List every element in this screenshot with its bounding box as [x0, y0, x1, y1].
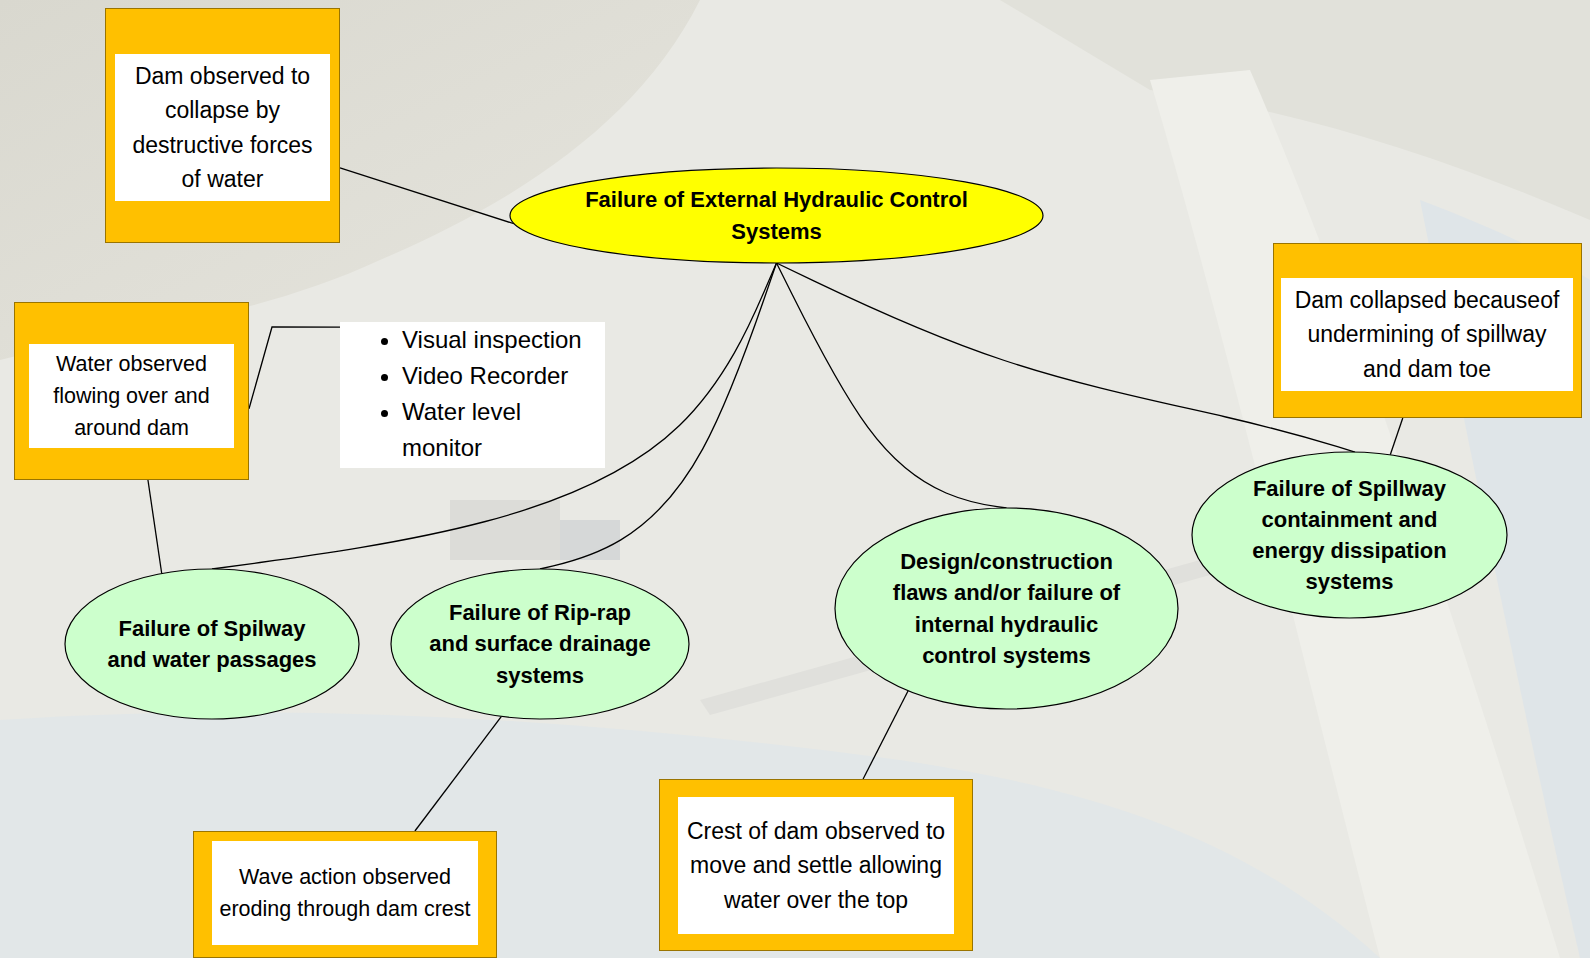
- connector-line: [415, 716, 502, 831]
- ellipse-body: Failure of External Hydraulic Control Sy…: [509, 167, 1044, 264]
- observation-box: Wave action observed eroding through dam…: [193, 831, 497, 958]
- failure-mode-text: Failure of Rip-rap and surface drainage …: [429, 597, 651, 691]
- failure-mode-ellipse: Failure of Rip-rap and surface drainage …: [390, 568, 690, 720]
- observation-text: Wave action observed eroding through dam…: [218, 861, 472, 926]
- ellipse-shape: [835, 508, 1178, 709]
- observation-text: Water observed flowing over and around d…: [35, 348, 228, 445]
- failure-mode-text: Failure of Spillway containment and ener…: [1232, 473, 1467, 598]
- failure-mode-ellipse: Design/construction flaws and/or failure…: [834, 507, 1179, 710]
- observation-box: Water observed flowing over and around d…: [14, 302, 249, 480]
- connector-line: [1390, 418, 1403, 455]
- observation-box: Crest of dam observed to move and settle…: [659, 779, 973, 951]
- failure-mode-ellipse: Failure of Spilway and water passages: [64, 568, 360, 720]
- ellipse-body: Failure of Spilway and water passages: [64, 568, 360, 720]
- main-failure-ellipse: Failure of External Hydraulic Control Sy…: [509, 167, 1044, 264]
- connector-line: [212, 263, 777, 569]
- list-item: Visual inspection: [402, 322, 599, 358]
- failure-mode-text: Failure of External Hydraulic Control Sy…: [579, 184, 975, 246]
- ellipse-body: Failure of Spillway containment and ener…: [1191, 451, 1508, 619]
- dam-embankment: [1150, 70, 1560, 958]
- observation-box: Dam collapsed becauseof undermining of s…: [1273, 243, 1582, 418]
- text-panel: Dam observed to collapse by destructive …: [115, 54, 330, 201]
- failure-mode-ellipse: Failure of Spillway containment and ener…: [1191, 451, 1508, 619]
- ellipse-shape: [65, 569, 359, 719]
- connector-line: [863, 691, 908, 779]
- river-water: [0, 712, 1380, 958]
- list-item: Water level monitor: [402, 394, 599, 466]
- ellipse-outline: [64, 568, 360, 720]
- ellipse-outline: [509, 167, 1044, 264]
- failure-mode-text: Design/construction flaws and/or failure…: [879, 546, 1134, 671]
- observation-box: Dam observed to collapse by destructive …: [105, 8, 340, 243]
- text-panel: Crest of dam observed to move and settle…: [678, 797, 954, 934]
- ellipse-outline: [834, 507, 1179, 710]
- connector-line: [777, 263, 1007, 508]
- observation-text: Dam observed to collapse by destructive …: [121, 59, 324, 197]
- connector-line: [340, 168, 514, 224]
- ellipse-shape: [391, 569, 689, 719]
- text-panel: Dam collapsed becauseof undermining of s…: [1281, 278, 1573, 391]
- list-item: Video Recorder: [402, 358, 599, 394]
- text-panel: Water observed flowing over and around d…: [29, 344, 234, 448]
- ellipse-body: Design/construction flaws and/or failure…: [834, 507, 1179, 710]
- text-panel: Wave action observed eroding through dam…: [212, 841, 478, 945]
- monitoring-list: Visual inspectionVideo RecorderWater lev…: [340, 322, 605, 468]
- failure-mode-text: Failure of Spilway and water passages: [103, 613, 322, 675]
- ellipse-shape: [1192, 452, 1507, 618]
- ellipse-shape: [510, 168, 1043, 263]
- powerhouse: [450, 500, 560, 560]
- bullet-list: Visual inspectionVideo RecorderWater lev…: [340, 322, 605, 466]
- ellipse-body: Failure of Rip-rap and surface drainage …: [390, 568, 690, 720]
- observation-text: Dam collapsed becauseof undermining of s…: [1287, 283, 1567, 387]
- observation-text: Crest of dam observed to move and settle…: [684, 814, 948, 918]
- connector-line: [249, 327, 340, 409]
- connector-line: [148, 480, 162, 574]
- connector-line: [777, 263, 1355, 452]
